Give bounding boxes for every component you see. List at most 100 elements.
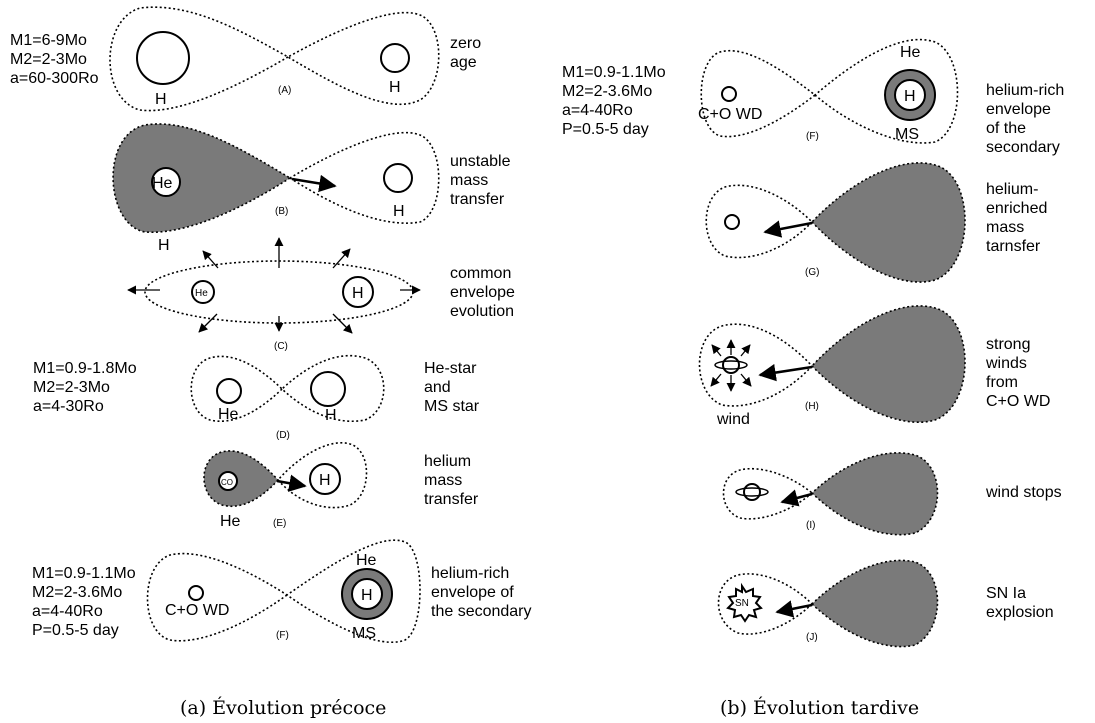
- stage-i: (I) wind stops: [722, 452, 1062, 536]
- desc-h-1: strong: [986, 336, 1030, 353]
- stage-d: He H (D) M1=0.9-1.8Mo M2=2-3Mo a=4-30Ro …: [33, 354, 480, 441]
- param-f-a-2: M2=2-3.6Mo: [32, 584, 122, 601]
- hydrogen-core-f-b: [894, 79, 926, 111]
- stage-tag-f-b: (F): [806, 131, 819, 142]
- envelope-label-b: H: [158, 237, 170, 254]
- transfer-arrow-g: [763, 220, 813, 238]
- wind-ray-ne: [740, 344, 751, 357]
- stage-f-a: C+O WD H He MS (F) M1=0.9-1.1Mo M2=2-3.6…: [32, 539, 532, 644]
- stage-tag-f-a: (F): [276, 630, 289, 641]
- secondary-star-a: [380, 43, 410, 73]
- desc-h-4: C+O WD: [986, 393, 1050, 410]
- desc-f-a-3: the secondary: [431, 603, 532, 620]
- desc-b-3: transfer: [450, 191, 505, 208]
- envelope-label-e: He: [220, 513, 241, 530]
- wind-ray-sw: [710, 373, 722, 387]
- wd-star-i: [743, 483, 761, 501]
- roche-lobes-f-a: [146, 539, 421, 644]
- param-a-3: a=60-300Ro: [10, 70, 99, 87]
- desc-b-2: mass: [450, 172, 488, 189]
- hydrogen-core-f-a: [351, 578, 383, 610]
- stage-tag-i: (I): [806, 520, 815, 531]
- desc-c-2: envelope: [450, 284, 515, 301]
- stage-tag-g: (G): [805, 267, 819, 278]
- param-d-3: a=4-30Ro: [33, 398, 104, 415]
- roche-lobes-d: [190, 354, 385, 422]
- wind-ray-se: [740, 373, 752, 387]
- wd-label-f-b: C+O WD: [698, 106, 762, 123]
- transfer-arrow-e: [276, 474, 307, 492]
- donor-lobe-g: [810, 162, 966, 283]
- caption-b: (b) Évolution tardive: [720, 696, 919, 719]
- accretor-lobe-g: [705, 184, 814, 259]
- core-label-e: CO: [221, 478, 233, 487]
- desc-e-3: transfer: [424, 491, 479, 508]
- disk-i: [735, 487, 769, 497]
- stage-h: wind (H) strong winds from C+O WD: [698, 305, 1050, 428]
- sn-label-j: SN: [735, 598, 749, 609]
- stage-f-b: C+O WD H He MS (F) M1=0.9-1.1Mo M2=2-3.6…: [562, 38, 1064, 156]
- accretor-lobe-j: [717, 573, 814, 635]
- desc-j-1: SN Ia: [986, 585, 1026, 602]
- param-f-b-3: a=4-40Ro: [562, 102, 633, 119]
- star2-label-b: H: [393, 203, 405, 220]
- param-d-1: M1=0.9-1.8Mo: [33, 360, 137, 377]
- ms-star-d: [310, 371, 346, 407]
- secondary-star-c: [342, 276, 374, 308]
- desc-f-b-4: secondary: [986, 139, 1060, 156]
- star2-label-c: H: [352, 285, 364, 302]
- desc-a-1: zero: [450, 35, 481, 52]
- outflow-arrow-upright: [332, 248, 351, 269]
- param-a-1: M1=6-9Mo: [10, 32, 87, 49]
- stage-tag-a: (A): [278, 85, 291, 96]
- stage-tag-h: (H): [805, 401, 819, 412]
- desc-h-3: from: [986, 374, 1018, 391]
- ms-label-f-b: MS: [895, 126, 919, 143]
- param-a-2: M2=2-3Mo: [10, 51, 87, 68]
- stage-a: H H (A) M1=6-9Mo M2=2-3Mo a=60-300Ro zer…: [10, 6, 481, 112]
- panel-a: H H (A) M1=6-9Mo M2=2-3Mo a=60-300Ro zer…: [10, 6, 532, 719]
- outflow-arrow-downleft: [198, 313, 218, 333]
- stage-tag-b: (B): [275, 206, 288, 217]
- white-dwarf-f-b: [721, 86, 737, 102]
- desc-b-1: unstable: [450, 153, 511, 170]
- donor-lobe-i: [810, 452, 939, 536]
- outflow-arrow-upleft: [202, 250, 219, 269]
- desc-i-1: wind stops: [985, 484, 1062, 501]
- param-f-b-1: M1=0.9-1.1Mo: [562, 64, 666, 81]
- stage-c: He H (C) common envelope evolution: [127, 237, 515, 352]
- desc-g-1: helium-: [986, 181, 1038, 198]
- desc-g-4: tarnsfer: [986, 238, 1041, 255]
- wind-disk-h: [714, 360, 748, 370]
- desc-e-2: mass: [424, 472, 462, 489]
- stage-tag-d: (D): [276, 430, 290, 441]
- param-d-2: M2=2-3Mo: [33, 379, 110, 396]
- shell-label-f-b: He: [900, 44, 921, 61]
- star2-label-e: H: [319, 472, 331, 489]
- param-f-a-1: M1=0.9-1.1Mo: [32, 565, 136, 582]
- desc-f-b-3: of the: [986, 120, 1026, 137]
- param-f-a-3: a=4-40Ro: [32, 603, 103, 620]
- white-dwarf-g: [724, 214, 740, 230]
- star2-label-a: H: [389, 79, 401, 96]
- shell-label-f-a: He: [356, 552, 377, 569]
- desc-e-1: helium: [424, 453, 471, 470]
- stage-j: SN (J) SN Ia explosion: [717, 559, 1054, 648]
- ms-label-f-a: MS: [352, 625, 376, 642]
- panel-b: C+O WD H He MS (F) M1=0.9-1.1Mo M2=2-3.6…: [562, 38, 1064, 719]
- star1-label-c: He: [195, 288, 208, 299]
- desc-f-b-2: envelope: [986, 101, 1051, 118]
- accretor-lobe-e: [276, 442, 368, 509]
- desc-g-2: enriched: [986, 200, 1047, 217]
- desc-f-a-1: helium-rich: [431, 565, 509, 582]
- secondary-star-e: [309, 463, 341, 495]
- helium-star-c: [191, 280, 215, 304]
- donor-lobe-b: [112, 123, 292, 234]
- desc-c-1: common: [450, 265, 511, 282]
- param-f-a-4: P=0.5-5 day: [32, 622, 119, 639]
- star1-label-d: He: [218, 406, 239, 423]
- transfer-arrow-b: [291, 174, 337, 193]
- desc-g-3: mass: [986, 219, 1024, 236]
- stage-e: CO H He (E) helium mass transfer: [203, 442, 479, 530]
